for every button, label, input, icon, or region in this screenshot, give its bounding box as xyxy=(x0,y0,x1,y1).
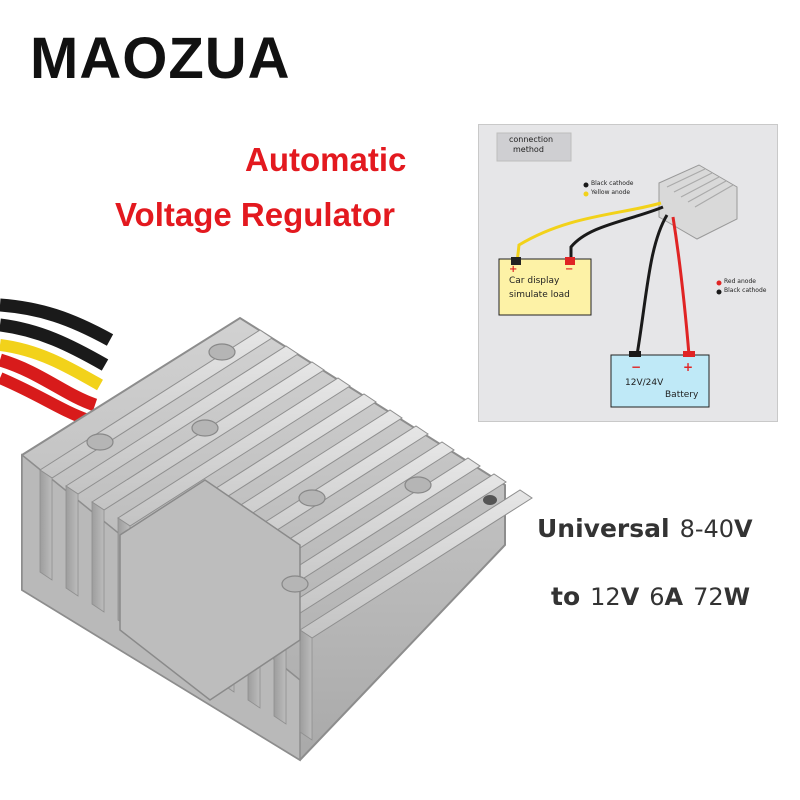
spec-output-voltage-unit: V xyxy=(620,583,640,611)
load-label-line2: simulate load xyxy=(509,290,570,300)
headline-voltage-regulator: Voltage Regulator xyxy=(115,196,395,233)
spec-output-voltage: 12 xyxy=(590,583,621,611)
heatsink-fin-side xyxy=(65,485,79,597)
heatsink-fin-side xyxy=(39,469,53,581)
regulator-device-image xyxy=(21,316,533,762)
heatsink-fin-side xyxy=(299,629,313,741)
legend-red-anode: Red anode xyxy=(724,278,756,285)
cable-bundle xyxy=(0,298,114,426)
spec-power-unit: W xyxy=(723,583,751,611)
diagram-drawing xyxy=(496,132,738,408)
spec-power: 72 xyxy=(693,583,724,611)
legend-yellow-anode: Yellow anode xyxy=(591,189,631,196)
spec-universal-word: Universal xyxy=(537,514,670,543)
load-plus: + xyxy=(509,264,518,275)
load-minus: − xyxy=(565,264,574,275)
spec-input-range: 8-40 xyxy=(679,515,735,543)
battery-name-label: Battery xyxy=(665,390,699,400)
diagram-tag-line1: connection xyxy=(509,135,554,144)
spec-current: 6 xyxy=(649,583,665,611)
battery-plus: + xyxy=(683,360,694,374)
connection-diagram: connection method Black cathode Yellow a… xyxy=(478,124,778,422)
spec-line-input: Universal 8-40V xyxy=(537,516,753,541)
legend-black-cathode-2: Black cathode xyxy=(724,287,767,294)
load-label-line1: Car display xyxy=(509,276,560,286)
brand-logo: MAOZUA xyxy=(30,26,291,91)
headline-automatic: Automatic xyxy=(245,141,407,178)
battery-voltage-label: 12V/24V xyxy=(625,378,664,388)
legend-black-cathode: Black cathode xyxy=(591,180,634,187)
spec-current-unit: A xyxy=(664,583,684,611)
diagram-tag-line2: method xyxy=(513,145,544,154)
spec-input-unit: V xyxy=(734,515,753,543)
regulator-mini-icon xyxy=(658,164,738,240)
heatsink-fin-side xyxy=(91,501,105,613)
battery-minus: − xyxy=(631,360,642,374)
spec-to-word: to xyxy=(551,582,581,611)
